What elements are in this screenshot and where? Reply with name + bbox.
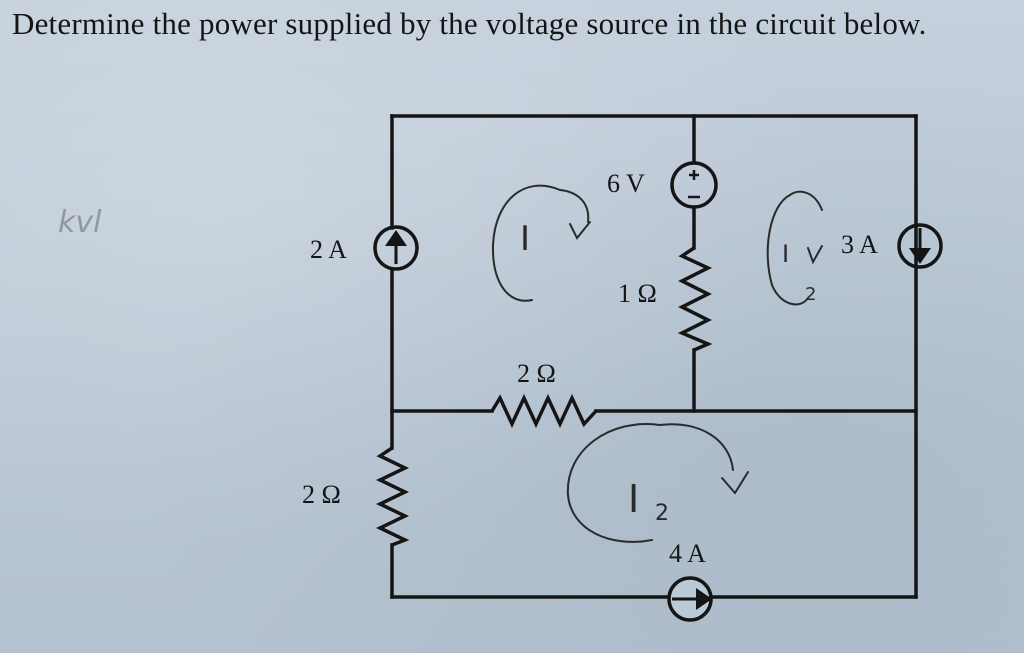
loop3-arc-end: [659, 423, 734, 471]
label-2ohm-left: 2 Ω: [302, 480, 341, 509]
margin-scribble: kvl: [58, 205, 102, 240]
label-3a: 3 A: [841, 230, 878, 259]
loop1-arrow: [569, 221, 591, 240]
loop2-arrow: [807, 245, 823, 265]
loop2-label: I: [782, 240, 789, 268]
loop2-arc: [766, 194, 809, 306]
loop1-arc: [491, 184, 561, 302]
loop3-arc: [566, 423, 661, 543]
loop1-label: I: [520, 219, 530, 259]
current-source-4a: [667, 576, 713, 622]
label-1ohm: 1 Ω: [618, 279, 657, 308]
resistor-1ohm: [677, 246, 713, 352]
label-6v: 6 V: [607, 169, 645, 198]
resistor-2ohm-middle: [490, 393, 598, 429]
voltage-source-6v: [670, 161, 718, 209]
loop1-arc-end: [559, 189, 590, 223]
loop2-arc-end: [789, 190, 823, 211]
loop3-subscript: 2: [655, 501, 669, 526]
current-source-2a: [373, 225, 419, 271]
problem-statement: Determine the power supplied by the volt…: [12, 6, 927, 41]
current-source-3a: [897, 223, 943, 269]
label-2ohm-middle: 2 Ω: [517, 359, 556, 388]
label-4a: 4 A: [669, 539, 706, 568]
resistor-2ohm-left: [375, 446, 410, 547]
handwritten-annotations: [491, 184, 823, 543]
loop3-arrow: [721, 471, 749, 495]
label-2a: 2 A: [310, 235, 347, 264]
loop2-subscript: 2: [805, 284, 816, 305]
loop3-label: I: [628, 477, 639, 521]
